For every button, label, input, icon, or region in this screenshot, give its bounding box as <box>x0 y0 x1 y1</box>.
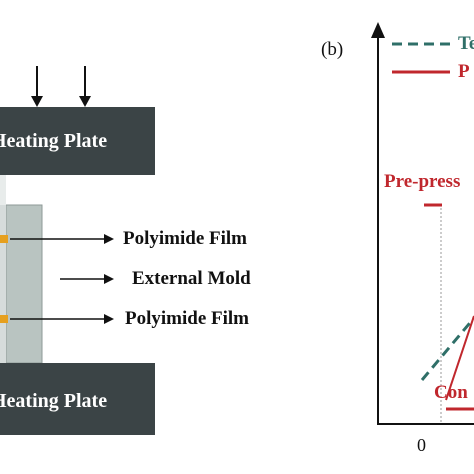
pressure-arrow-right <box>79 66 91 107</box>
pressure-arrow-left <box>31 66 43 107</box>
top-heating-plate-label: Heating Plate <box>0 130 108 152</box>
x-tick-zero: 0 <box>417 435 426 455</box>
polyimide-film-bottom-label: Polyimide Film <box>125 308 250 329</box>
external-mold-label: External Mold <box>132 268 251 289</box>
legend-temperature-label: Te <box>458 33 474 54</box>
polyimide-film-top-label: Polyimide Film <box>123 228 248 249</box>
con-label: Con <box>434 382 468 403</box>
pressure-drop <box>445 315 474 401</box>
top-heating-plate <box>0 107 155 175</box>
bottom-heating-plate <box>0 363 155 435</box>
pre-press-label: Pre-press <box>384 171 461 192</box>
external-mold <box>5 204 43 364</box>
temperature-ramp <box>420 317 474 381</box>
bottom-heating-plate-label: Heating Plate <box>0 390 108 412</box>
upper-spacer <box>0 175 6 205</box>
film-top-pointer <box>10 234 114 244</box>
panel-b-label: (b) <box>321 39 344 60</box>
film-bottom-pointer <box>10 314 114 324</box>
legend-pressure-label: P <box>458 61 470 82</box>
polyimide-film-bottom <box>0 315 8 323</box>
y-axis-arrowhead <box>371 22 385 38</box>
polyimide-film-top <box>0 235 8 243</box>
mold-pointer <box>60 274 114 284</box>
sample-stack <box>0 175 6 363</box>
press-schematic <box>0 66 155 435</box>
process-profile-plot <box>371 22 474 425</box>
